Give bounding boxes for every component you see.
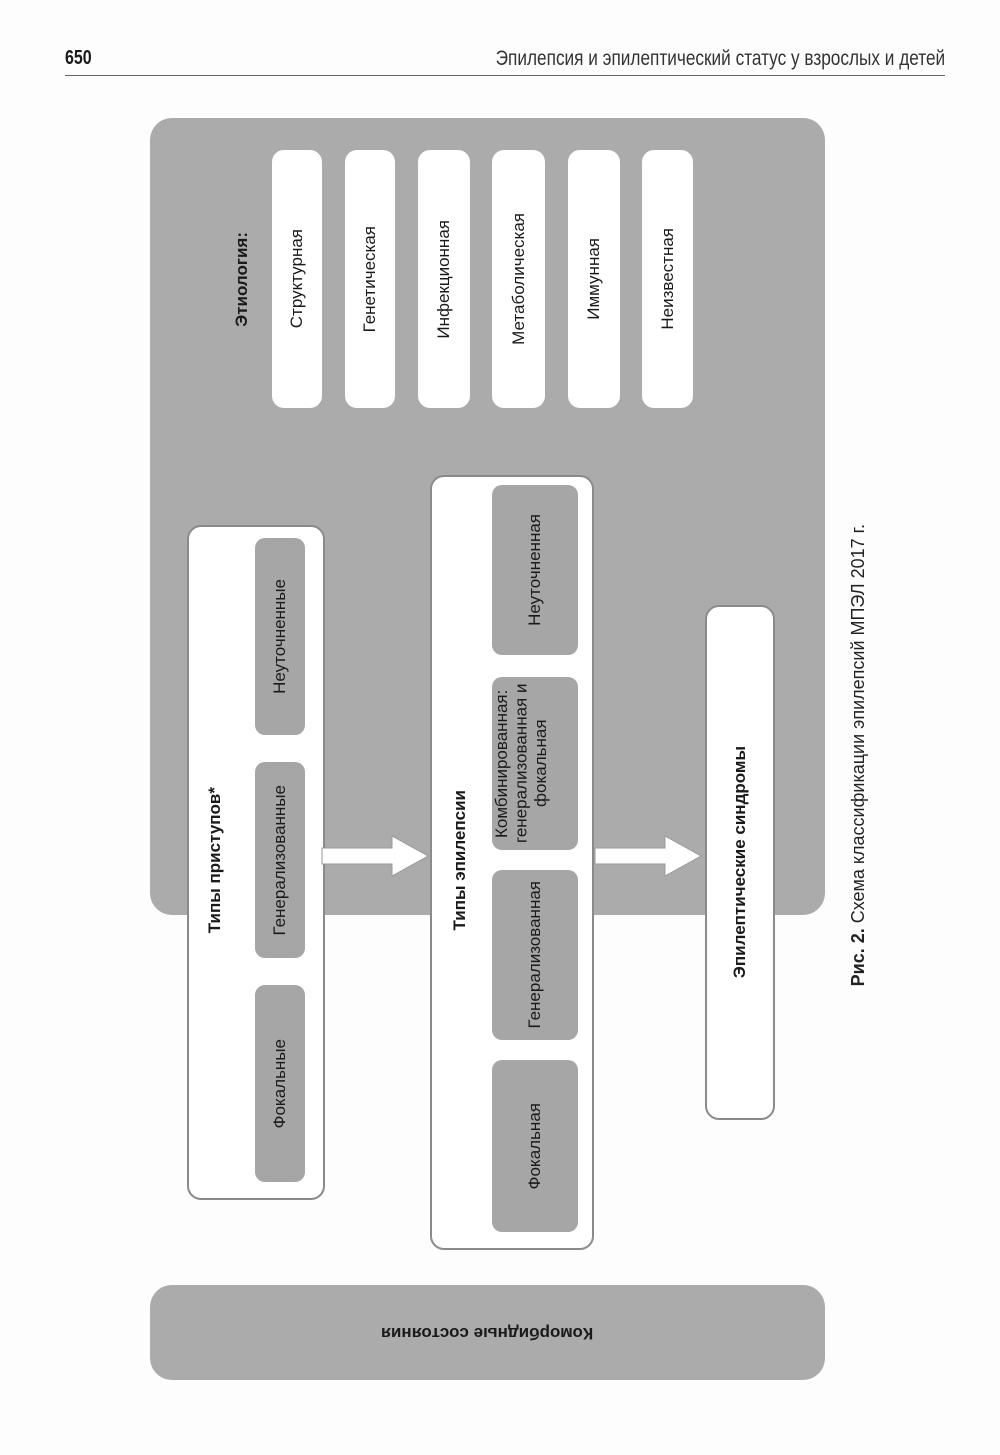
seizure-type-item: Фокальные [255,985,305,1182]
syndromes-box: Эпилептические синдромы [705,605,775,1120]
etiology-item: Метаболическая [492,150,545,408]
running-title: Эпилепсия и эпилептический статус у взро… [495,47,945,70]
caption-text: Схема классификации эпилепсий МПЭЛ 2017 … [847,523,868,929]
arrow-right-icon [594,835,703,877]
seizure-type-item: Неуточненные [255,538,305,735]
etiology-item: Инфекционная [418,150,470,408]
etiology-item: Генетическая [345,150,395,408]
page-number: 650 [65,47,92,69]
etiology-item: Неизвестная [642,150,693,408]
comorbidities-title: Коморбидные состояния [381,1323,594,1343]
header-divider [65,75,945,76]
etiology-item: Структурная [272,150,322,408]
seizure-type-item: Генерализованные [255,762,305,958]
seizure-types-title: Типы приступов* [205,786,225,934]
epilepsy-type-item: Комбинированная: генерализованная и фока… [492,677,578,850]
epilepsy-type-item: Фокальная [492,1060,578,1232]
epilepsy-types-title: Типы эпилепсии [450,789,470,931]
comorbidities-bar: Коморбидные состояния [150,1285,825,1380]
etiology-title: Этиология: [232,231,252,327]
caption-label: Рис. 2. [847,928,868,987]
epilepsy-type-item: Неуточненная [492,485,578,655]
figure-caption: Рис. 2. Схема классификации эпилепсий МП… [838,520,878,990]
etiology-item: Иммунная [568,150,620,408]
epilepsy-type-item: Генерализованная [492,870,578,1040]
arrow-right-icon [321,835,430,877]
